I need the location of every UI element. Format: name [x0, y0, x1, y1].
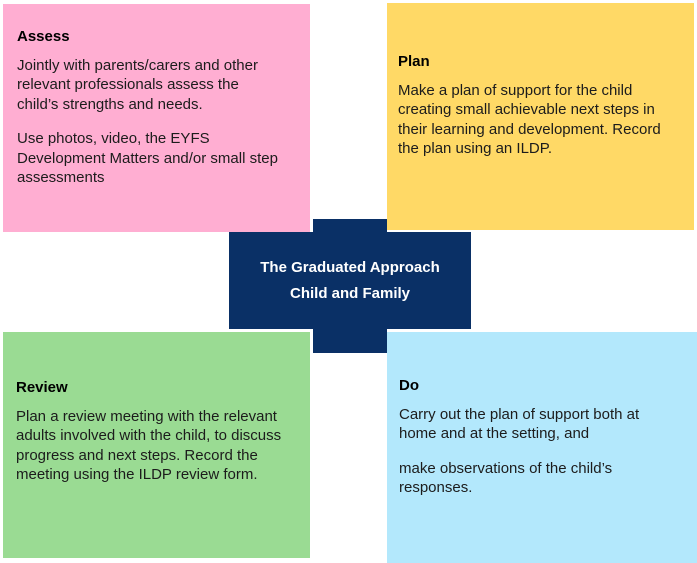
plan-paragraph-1: Make a plan of support for the child cre…	[398, 81, 661, 158]
do-heading: Do	[399, 377, 419, 394]
plan-heading: Plan	[398, 53, 430, 70]
center-title-box: The Graduated Approach Child and Family	[229, 232, 471, 329]
assess-heading: Assess	[17, 28, 70, 45]
center-title-line1: The Graduated Approach	[260, 258, 440, 276]
review-paragraph-1: Plan a review meeting with the relevant …	[16, 407, 282, 484]
do-paragraph-1: Carry out the plan of support both at ho…	[399, 405, 640, 443]
quadrant-review: Review Plan a review meeting with the re…	[3, 332, 310, 558]
assess-paragraph-1: Jointly with parents/carers and other re…	[17, 56, 258, 113]
do-paragraph-2: make observations of the child’s respons…	[399, 459, 613, 497]
quadrant-plan: Plan Make a plan of support for the chil…	[387, 3, 694, 230]
quadrant-do: Do Carry out the plan of support both at…	[387, 332, 697, 563]
assess-paragraph-2: Use photos, video, the EYFS Development …	[17, 130, 278, 186]
review-heading: Review	[16, 379, 68, 396]
center-title-line2: Child and Family	[289, 284, 410, 302]
quadrant-assess: Assess Jointly with parents/carers and o…	[3, 4, 310, 232]
